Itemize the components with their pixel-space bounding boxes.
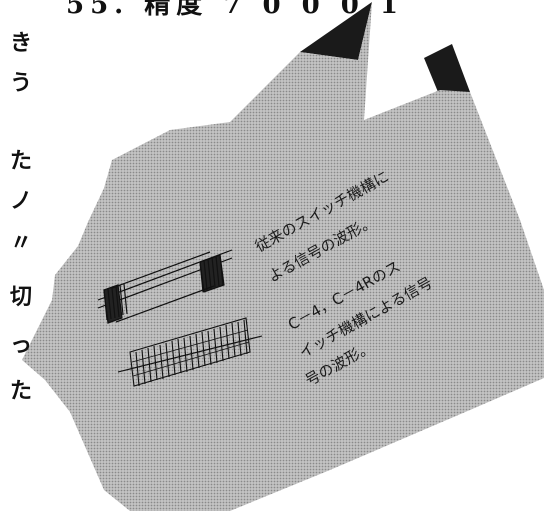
old-waveform-diagram — [97, 249, 233, 324]
body-text-char: た — [10, 378, 33, 404]
body-text-char: た — [10, 148, 33, 174]
cropped-heading: 55. 精度 7 0 0 0 1 — [66, 0, 404, 20]
panel-dark-tail-right — [424, 44, 470, 92]
caption-panel — [22, 2, 544, 511]
panel-dark-tail-top — [300, 2, 372, 60]
new-waveform-diagram — [117, 317, 263, 387]
body-text-char: っ — [10, 332, 33, 358]
body-text-char: ノ — [10, 188, 33, 214]
body-text-char: 〃 — [10, 230, 33, 256]
body-text-char: 切 — [10, 284, 33, 310]
body-text-column: き う た ノ 〃 切 っ た — [0, 0, 40, 511]
body-text-char: う — [10, 70, 33, 96]
body-text-char: き — [10, 30, 33, 56]
